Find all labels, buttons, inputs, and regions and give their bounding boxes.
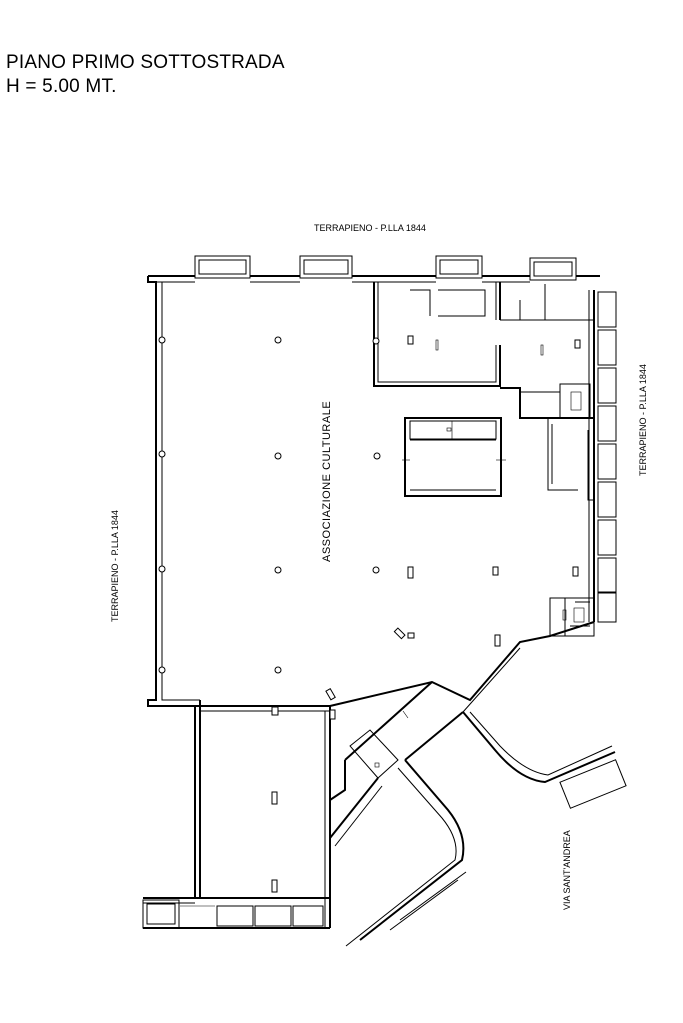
- street-label: VIA SANT'ANDREA: [562, 830, 572, 910]
- plan-title: PIANO PRIMO SOTTOSTRADA: [6, 52, 285, 73]
- main-room-label: ASSOCIAZIONE CULTURALE: [321, 401, 333, 562]
- top-window-wells: [194, 255, 577, 281]
- tiny-room-labels: [374, 339, 585, 768]
- right-boundary-label: TERRAPIENO - P.LLA 1844: [638, 364, 648, 476]
- floor-height-label: H = 5.00 MT.: [6, 76, 117, 97]
- pillars: [271, 335, 581, 893]
- top-boundary-label: TERRAPIENO - P.LLA 1844: [314, 223, 426, 233]
- service-rooms: [373, 282, 594, 501]
- columns: [158, 336, 381, 674]
- street-ramp: [329, 621, 627, 947]
- right-window-wells: [588, 290, 617, 623]
- outer-walls: [142, 275, 600, 929]
- central-block: [402, 417, 506, 497]
- lower-right-rooms: [549, 597, 595, 637]
- left-boundary-label: TERRAPIENO - P.LLA 1844: [110, 510, 120, 622]
